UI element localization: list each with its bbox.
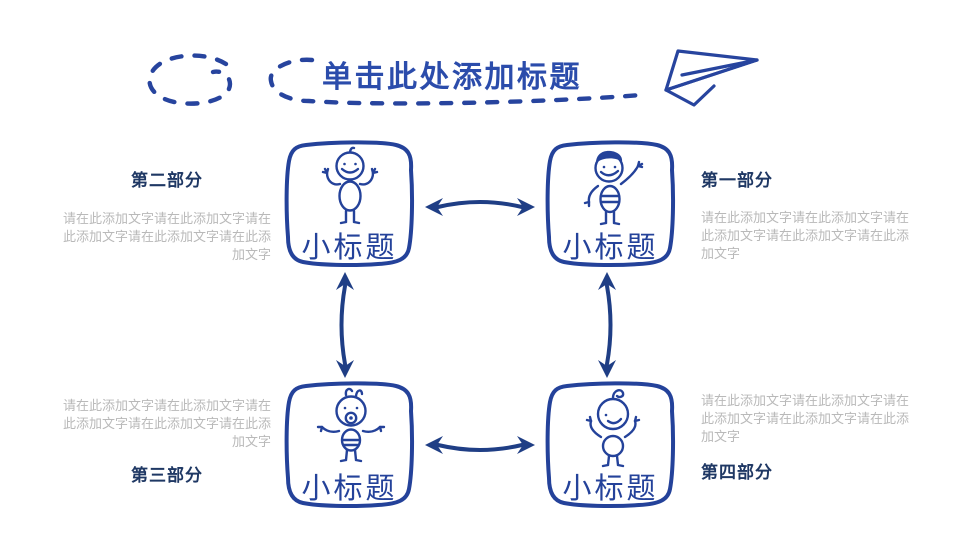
section-body-placeholder[interactable]: 请在此添加文字请在此添加文字请在此添加文字请在此添加文字请在此添加文字: [63, 398, 272, 449]
section-heading: 第四部分: [701, 463, 773, 482]
node-label: 小标题: [562, 473, 659, 505]
node-box-2[interactable]: 小标题: [543, 138, 678, 268]
double-arrow-vertical-right-icon: [593, 271, 623, 379]
double-arrow-horizontal-top-icon: [424, 190, 536, 220]
title-placeholder[interactable]: 单击此处添加标题: [322, 61, 582, 94]
section-heading: 第二部分: [131, 171, 203, 190]
section-body-placeholder[interactable]: 请在此添加文字请在此添加文字请在此添加文字请在此添加文字请在此添加文字: [701, 210, 910, 261]
node-label: 小标题: [301, 232, 398, 264]
node-label: 小标题: [301, 473, 398, 505]
node-label: 小标题: [562, 232, 659, 264]
paper-plane-icon: [650, 40, 768, 115]
double-arrow-vertical-left-icon: [329, 271, 359, 379]
section-body-placeholder[interactable]: 请在此添加文字请在此添加文字请在此添加文字请在此添加文字请在此添加文字: [63, 211, 272, 262]
section-part-1: 第一部分 请在此添加文字请在此添加文字请在此添加文字请在此添加文字请在此添加文字: [701, 166, 909, 263]
node-box-3[interactable]: 小标题: [282, 379, 417, 509]
section-heading: 第三部分: [131, 466, 203, 485]
section-part-2: 第二部分 请在此添加文字请在此添加文字请在此添加文字请在此添加文字请在此添加文字: [63, 166, 271, 264]
section-heading: 第一部分: [701, 171, 773, 190]
node-box-4[interactable]: 小标题: [543, 379, 678, 509]
dashed-trail-icon: [140, 48, 660, 110]
section-body-placeholder[interactable]: 请在此添加文字请在此添加文字请在此添加文字请在此添加文字请在此添加文字: [701, 393, 910, 444]
double-arrow-horizontal-bottom-icon: [424, 432, 536, 462]
child-with-curl-icon: [573, 387, 649, 469]
section-part-3: 请在此添加文字请在此添加文字请在此添加文字请在此添加文字请在此添加文字 第三部分: [63, 397, 271, 486]
node-box-1[interactable]: 小标题: [282, 138, 417, 268]
boy-waving-icon: [573, 146, 649, 228]
baby-pacifier-icon: [312, 387, 388, 469]
section-part-4: 请在此添加文字请在此添加文字请在此添加文字请在此添加文字请在此添加文字 第四部分: [701, 392, 909, 483]
baby-arms-up-icon: [312, 146, 388, 228]
